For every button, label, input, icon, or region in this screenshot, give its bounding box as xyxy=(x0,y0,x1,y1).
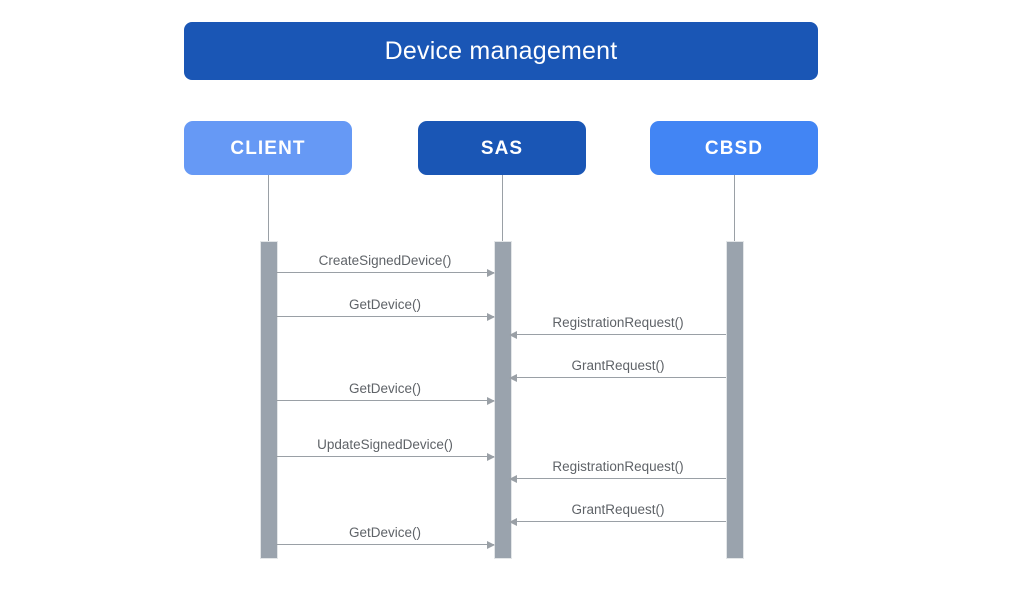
activation-bar-cbsd xyxy=(726,241,744,559)
arrow-head-right-icon xyxy=(487,312,495,321)
message-line xyxy=(510,478,726,479)
participant-client[interactable]: CLIENT xyxy=(184,121,352,175)
message-line xyxy=(276,456,494,457)
arrow-head-right-icon xyxy=(487,268,495,277)
arrow-head-left-icon xyxy=(509,474,517,483)
message-line xyxy=(276,400,494,401)
message-line xyxy=(276,316,494,317)
message-label: UpdateSignedDevice() xyxy=(317,436,453,452)
message-line xyxy=(276,544,494,545)
lifeline-cbsd xyxy=(734,175,735,241)
arrow-head-right-icon xyxy=(487,396,495,405)
lifeline-sas xyxy=(502,175,503,241)
message-label: GrantRequest() xyxy=(571,357,665,373)
message-line xyxy=(276,272,494,273)
participant-cbsd[interactable]: CBSD xyxy=(650,121,818,175)
message-label: CreateSignedDevice() xyxy=(318,252,452,268)
page-title: Device management xyxy=(384,36,618,65)
participant-label: CLIENT xyxy=(230,137,306,159)
message-line xyxy=(510,521,726,522)
arrow-head-left-icon xyxy=(509,517,517,526)
arrow-head-right-icon xyxy=(487,452,495,461)
arrow-head-left-icon xyxy=(509,373,517,382)
message-label: RegistrationRequest() xyxy=(552,314,684,330)
message-label: RegistrationRequest() xyxy=(552,458,684,474)
message-label: GrantRequest() xyxy=(571,501,665,517)
message-line xyxy=(510,377,726,378)
message-line xyxy=(510,334,726,335)
message-label: GetDevice() xyxy=(348,296,421,312)
diagram-title-banner: Device management xyxy=(184,22,818,80)
lifeline-client xyxy=(268,175,269,241)
message-label: GetDevice() xyxy=(348,524,421,540)
arrow-head-left-icon xyxy=(509,330,517,339)
message-label: GetDevice() xyxy=(348,380,421,396)
participant-label: SAS xyxy=(480,137,524,159)
participant-label: CBSD xyxy=(704,137,764,159)
participant-sas[interactable]: SAS xyxy=(418,121,586,175)
arrow-head-right-icon xyxy=(487,540,495,549)
